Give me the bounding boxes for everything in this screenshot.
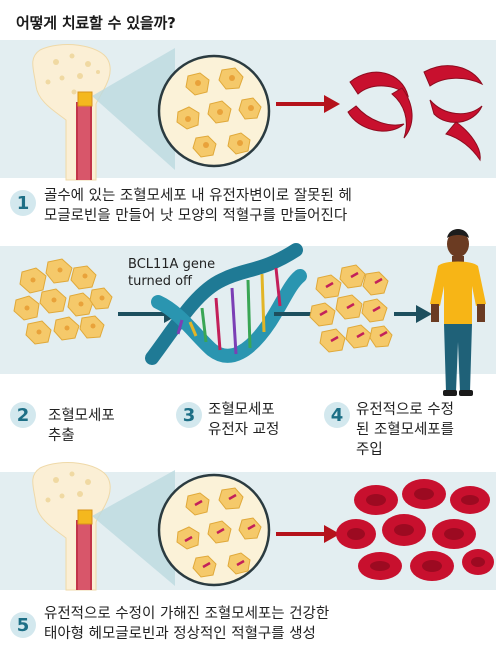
- step-2-text: 조혈모세포 추출: [48, 408, 115, 444]
- step-3-badge: 3: [176, 402, 202, 428]
- step-4-badge: 4: [324, 402, 350, 428]
- step-2-badge: 2: [10, 402, 36, 428]
- red-blood-cells-icon: [336, 479, 494, 581]
- procedure-illustration: [13, 229, 486, 396]
- bone-icon: [32, 462, 111, 591]
- bone-illustration-bottom: [32, 462, 494, 591]
- step-1-badge: 1: [10, 190, 36, 216]
- stem-cells-cluster: [13, 258, 113, 345]
- step-4-text: 유전적으로 수정 된 조혈모세포를 주입: [356, 402, 454, 458]
- step-5-text: 유전적으로 수정이 가해진 조혈모세포는 건강한 태아형 헤모글로빈과 정상적인…: [44, 606, 330, 642]
- step-3-text: 조혈모세포 유전자 교정: [208, 402, 280, 438]
- patient-person-icon: [430, 229, 486, 396]
- gene-label: BCL11A gene turned off: [128, 257, 216, 289]
- bone-illustration-top: [32, 44, 484, 181]
- step-1-text: 골수에 있는 조혈모세포 내 유전자변이로 잘못된 헤 모글로빈을 만들어 낫 …: [44, 188, 352, 224]
- dna-helix-icon: [145, 243, 307, 365]
- page-title: 어떻게 치료할 수 있을까?: [16, 14, 176, 32]
- step-5-badge: 5: [10, 612, 36, 638]
- sickle-cells-icon: [347, 65, 484, 162]
- bone-icon: [32, 44, 111, 181]
